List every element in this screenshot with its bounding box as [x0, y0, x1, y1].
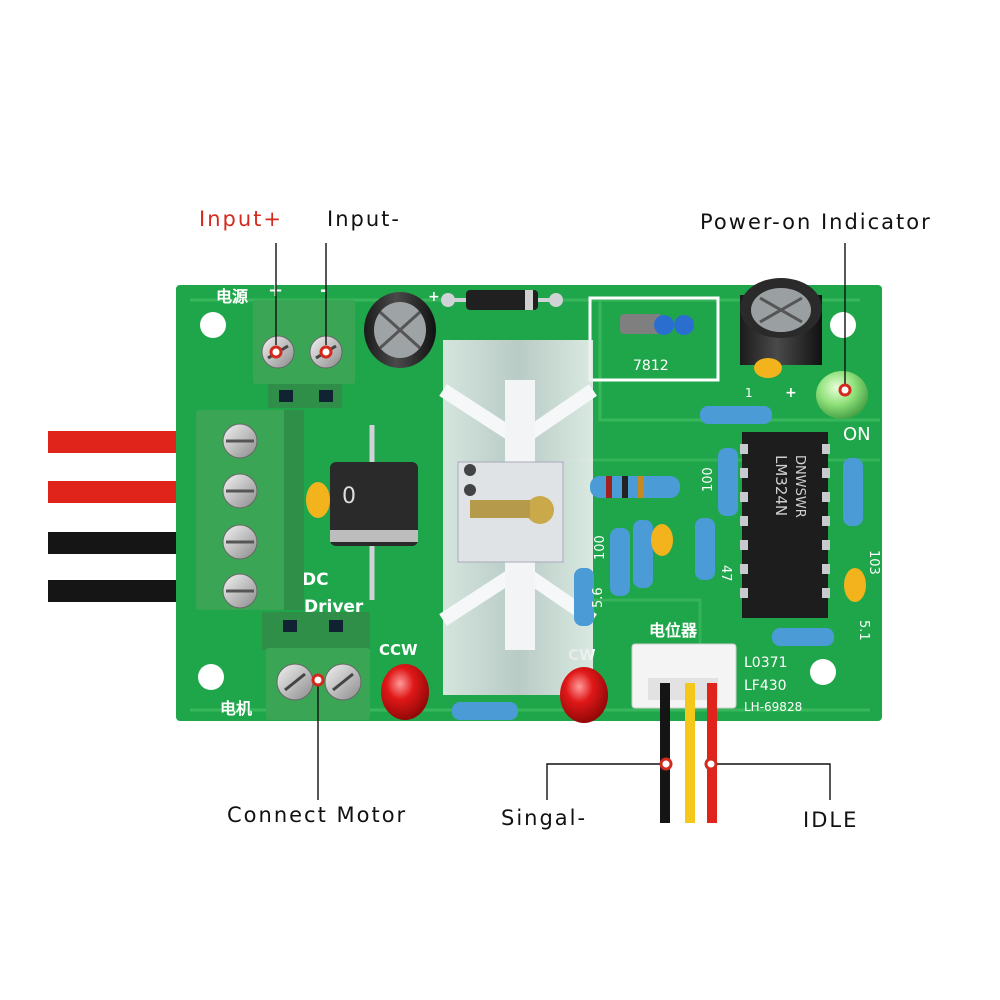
input-plus-label: Input+ [199, 207, 283, 231]
marker-dot [659, 757, 673, 771]
res-label-47: 47 [718, 565, 733, 582]
lm324-ic: DNWSWR LM324N [740, 432, 830, 618]
pot-silk-label: 电位器 [649, 621, 698, 640]
cap-plus-silk: + [785, 385, 797, 401]
mount-hole [810, 659, 836, 685]
connect-motor-label: Connect Motor [227, 803, 408, 827]
power-wires [48, 431, 208, 602]
regulator-label: 7812 [633, 358, 669, 374]
dc-silk-label: DC [302, 570, 329, 590]
black-wire-2 [48, 580, 208, 602]
callout-lines [275, 243, 846, 800]
res-label-51: 5.1 [856, 620, 871, 641]
red-wire-1 [48, 431, 208, 453]
top-cap-plus-silk: + [428, 289, 440, 305]
callout-markers [269, 345, 852, 771]
res-label-56: 5.6 [591, 587, 606, 608]
mount-hole [200, 312, 226, 338]
marker-dot [704, 757, 718, 771]
ic-marking-1: DNWSWR [792, 455, 807, 518]
motor-driver-terminal-block [196, 410, 304, 610]
resistor [590, 476, 680, 498]
resistor [452, 702, 518, 720]
code-silk-3: LH-69828 [744, 700, 802, 714]
power-indicator-label: Power-on Indicator [700, 210, 932, 234]
mount-hole [830, 312, 856, 338]
marker-dot [269, 345, 283, 359]
ceramic-capacitors [306, 358, 866, 602]
signal-wire [660, 683, 670, 823]
power-diode: 0 [330, 425, 418, 600]
middle-wire [685, 683, 695, 823]
red-wire-2 [48, 481, 208, 503]
diode-mark: 0 [342, 484, 356, 509]
res-label-100b: 100 [593, 535, 608, 560]
res-label-100a: 100 [701, 467, 716, 492]
idle-wire [707, 683, 717, 823]
resistor [772, 628, 834, 646]
pot-connector [631, 643, 737, 823]
resistor [610, 528, 630, 596]
input-minus-label: Input- [327, 207, 401, 231]
heatsink [439, 340, 597, 695]
idle-label: IDLE [803, 808, 859, 832]
resistor [843, 458, 863, 526]
marker-dot [838, 383, 852, 397]
signal-minus-label: Singal- [501, 806, 588, 830]
capacitor-left [364, 292, 436, 368]
ceramic-capacitor [754, 358, 782, 378]
resistor [700, 406, 772, 424]
resistor [574, 568, 594, 626]
marker-dot [311, 673, 325, 687]
mount-hole [198, 664, 224, 690]
signal-diode [441, 290, 563, 310]
ceramic-capacitor [651, 524, 673, 556]
resistors: 100 100 100 47 103 5.1 5.6 [452, 406, 893, 720]
ccw-led [381, 664, 429, 720]
cw-led [560, 667, 608, 723]
ceramic-capacitor [844, 568, 866, 602]
motor-silk-label: 电机 [220, 699, 252, 718]
resistor [718, 448, 738, 516]
ceramic-capacitor [306, 482, 330, 518]
ic-marking-2: LM324N [772, 455, 790, 516]
res-label-103: 103 [866, 550, 881, 575]
code-silk-2: LF430 [744, 678, 787, 694]
code-silk-1: L0371 [744, 655, 787, 671]
black-wire-1 [48, 532, 208, 554]
ccw-silk-label: CCW [379, 641, 418, 659]
on-silk-label: ON [843, 424, 871, 445]
input-terminal-block [253, 300, 355, 408]
resistor [695, 518, 715, 580]
res-label-100c: 100 [878, 505, 893, 530]
mounting-screw [526, 496, 554, 524]
cap-silk-mark: 1 [745, 386, 753, 400]
capacitor-right [740, 278, 822, 365]
resistor [633, 520, 653, 588]
marker-dot [319, 345, 333, 359]
motor-terminal-block [262, 612, 370, 720]
power-minus-silk: - [320, 280, 327, 301]
regulator-7812: 7812 [588, 296, 720, 382]
power-silk-label: 电源 [216, 287, 248, 306]
